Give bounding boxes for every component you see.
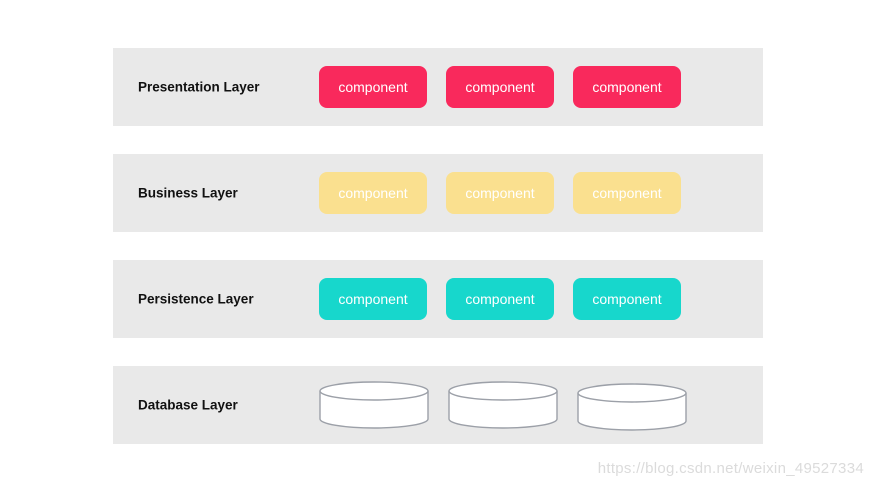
- layer-title-business: Business Layer: [138, 185, 238, 201]
- database-cylinder-icon: [319, 381, 429, 429]
- component-box: component: [573, 278, 681, 320]
- watermark: https://blog.csdn.net/weixin_49527334: [597, 460, 864, 477]
- component-box: component: [319, 278, 427, 320]
- layer-title-presentation: Presentation Layer: [138, 79, 260, 95]
- layer-band-persistence: Persistence Layer component component co…: [113, 260, 763, 338]
- component-box: component: [319, 66, 427, 108]
- component-box: component: [573, 66, 681, 108]
- database-cylinder-icon: [577, 383, 687, 431]
- component-box: component: [446, 66, 554, 108]
- layer-band-business: Business Layer component component compo…: [113, 154, 763, 232]
- layer-band-database: Database Layer: [113, 366, 763, 444]
- layer-title-persistence: Persistence Layer: [138, 291, 254, 307]
- layer-title-database: Database Layer: [138, 397, 238, 413]
- component-box: component: [446, 172, 554, 214]
- component-row: component component component: [319, 172, 681, 214]
- database-row: [319, 381, 687, 431]
- component-box: component: [573, 172, 681, 214]
- component-row: component component component: [319, 278, 681, 320]
- database-cylinder-icon: [448, 381, 558, 429]
- layer-band-presentation: Presentation Layer component component c…: [113, 48, 763, 126]
- component-box: component: [446, 278, 554, 320]
- component-row: component component component: [319, 66, 681, 108]
- component-box: component: [319, 172, 427, 214]
